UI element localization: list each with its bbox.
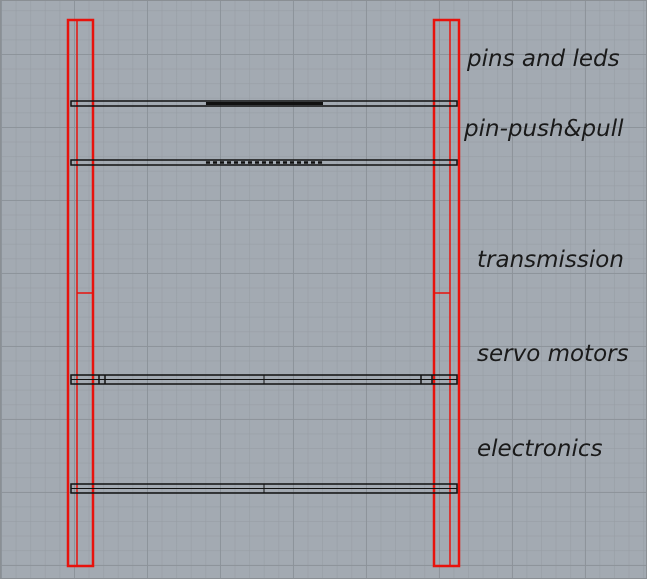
plate-pins-and-leds-outline [70,100,458,107]
label-pin-push-pull: pin-push&pull [464,116,624,142]
label-electronics: electronics [477,436,603,462]
plate-pins-and-leds [70,100,458,107]
plate-pin-push-pull-outline [70,159,458,166]
right-side-frame [432,18,461,568]
plate-pin-push-pull [70,159,458,166]
left-side-frame [66,18,95,568]
plate-electronics [70,483,458,494]
plate-servo-motors [70,374,458,385]
label-pins-and-leds: pins and leds [467,46,620,72]
label-transmission: transmission [477,247,624,273]
label-servo-motors: servo motors [477,341,629,367]
